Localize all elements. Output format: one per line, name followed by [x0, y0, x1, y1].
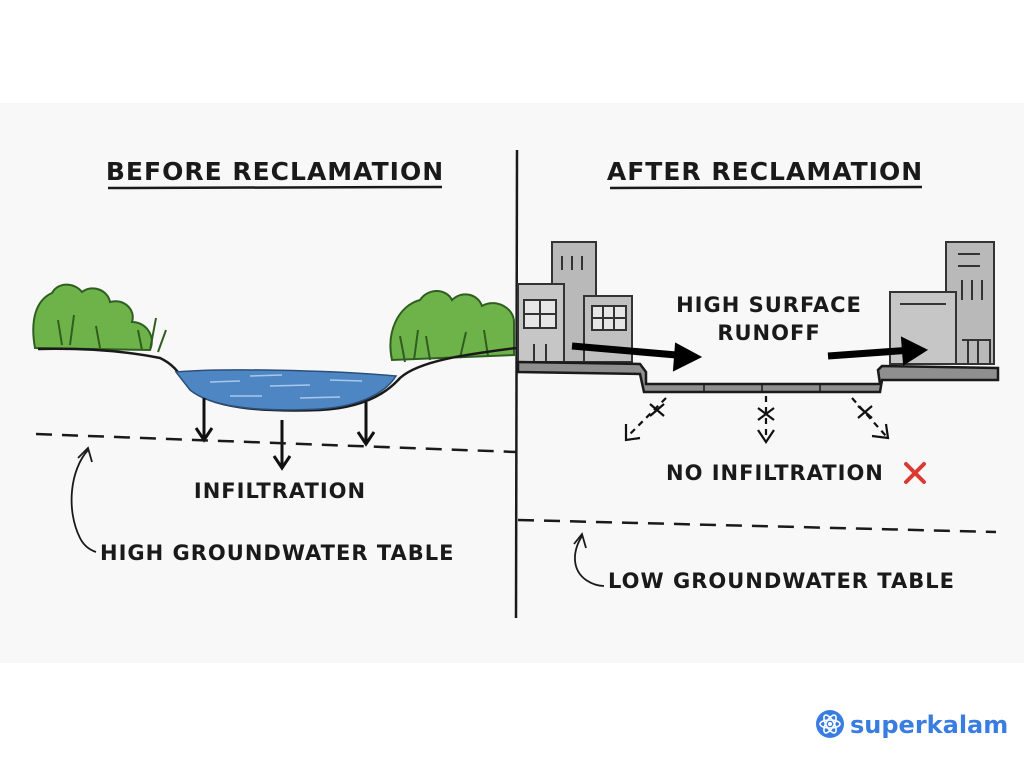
panel-divider [514, 149, 519, 619]
before-title-underline [107, 185, 443, 190]
low-groundwater-line [517, 518, 997, 534]
groundwater-callout-before [70, 449, 97, 553]
buildings-left [517, 241, 633, 363]
after-title-underline [609, 185, 923, 190]
vegetation-left [32, 283, 167, 353]
brand-logo: superkalam [816, 710, 1008, 739]
before-panel: BEFORE RECLAMATION INFILTRATION HIGH G [32, 157, 517, 565]
vegetation-right [389, 290, 515, 363]
runoff-label-line1: HIGH SURFACE [676, 293, 862, 317]
high-groundwater-label: HIGH GROUNDWATER TABLE [100, 541, 455, 565]
after-title: AFTER RECLAMATION [607, 157, 923, 186]
after-panel: AFTER RECLAMATION [516, 157, 1000, 593]
groundwater-callout-after [574, 535, 605, 587]
paved-surface [516, 360, 1000, 394]
infiltration-label: INFILTRATION [194, 479, 366, 503]
brand-name: superkalam [850, 711, 1008, 739]
before-title: BEFORE RECLAMATION [106, 157, 444, 186]
high-groundwater-line [35, 432, 517, 454]
blocked-infiltration-arrows [624, 396, 890, 444]
low-groundwater-label: LOW GROUNDWATER TABLE [608, 569, 955, 593]
cross-icon [904, 462, 926, 484]
no-infiltration-label: NO INFILTRATION [666, 461, 884, 485]
runoff-label-line2: RUNOFF [717, 321, 820, 345]
atom-icon [816, 710, 844, 738]
runoff-arrows [571, 336, 929, 372]
